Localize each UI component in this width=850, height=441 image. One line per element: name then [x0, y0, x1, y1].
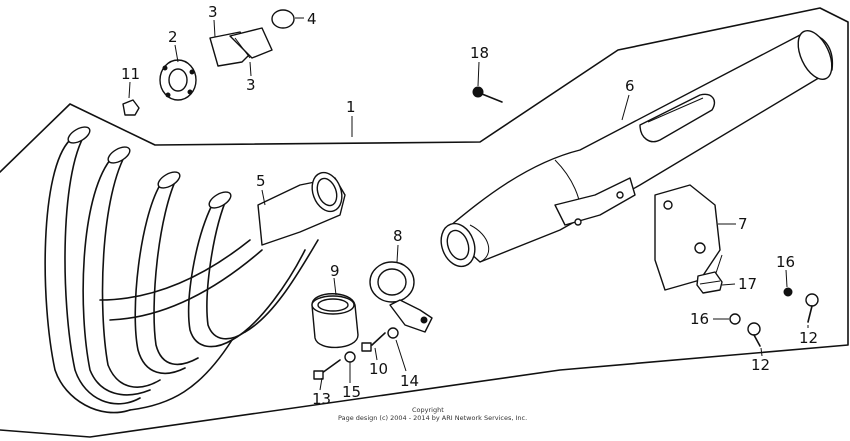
washer-part-16b [729, 313, 741, 325]
callout-8: 8 [393, 227, 403, 245]
bolt-part-12a [805, 293, 819, 323]
clamp-part-8 [369, 261, 433, 333]
leader-lines [128, 17, 809, 391]
callout-labels: 1 2 3 3 4 5 6 7 8 9 10 11 12 12 13 14 15… [121, 3, 818, 408]
callout-5: 5 [256, 172, 266, 190]
callout-6: 6 [625, 77, 635, 95]
callout-4: 4 [307, 10, 317, 28]
gasket-part-9 [311, 293, 359, 349]
callout-2: 2 [168, 28, 178, 46]
callout-15: 15 [342, 383, 361, 401]
callout-7: 7 [738, 215, 748, 233]
callout-13: 13 [312, 390, 331, 408]
callout-16-lower: 16 [690, 310, 709, 328]
callout-12-right: 12 [799, 329, 818, 347]
bolt-part-12b [747, 322, 761, 347]
callout-1: 1 [346, 98, 356, 116]
copyright-line-1: Copyright [412, 406, 444, 414]
callout-3-upper: 3 [208, 3, 218, 21]
bracket-part-7 [654, 184, 723, 291]
copyright-line-2: Page design (c) 2004 - 2014 by ARI Netwo… [338, 414, 527, 422]
ring-part-4 [271, 9, 295, 29]
callout-3-lower: 3 [246, 76, 256, 94]
washer-part-16a [783, 287, 793, 297]
rubber-part-17 [696, 271, 723, 294]
header-pipes [44, 126, 319, 414]
bolt-part-13 [313, 359, 341, 380]
callout-17: 17 [738, 275, 757, 293]
muffler-part-6 [440, 30, 834, 268]
callout-9: 9 [330, 262, 340, 280]
collar-part-3 [209, 27, 273, 67]
callout-11: 11 [121, 65, 140, 83]
bolt-part-18 [472, 86, 503, 103]
gasket-part-2 [159, 59, 197, 101]
bolt-part-10 [361, 332, 386, 352]
washer-part-15 [344, 351, 356, 363]
collector-part-5 [257, 171, 346, 246]
callout-16-upper: 16 [776, 253, 795, 271]
callout-14: 14 [400, 372, 419, 390]
assembly-outline [0, 7, 849, 438]
callout-10: 10 [369, 360, 388, 378]
callout-12-center: 12 [751, 356, 770, 374]
nut-part-11 [122, 99, 140, 116]
washer-part-14 [387, 327, 399, 339]
callout-18: 18 [470, 44, 489, 62]
